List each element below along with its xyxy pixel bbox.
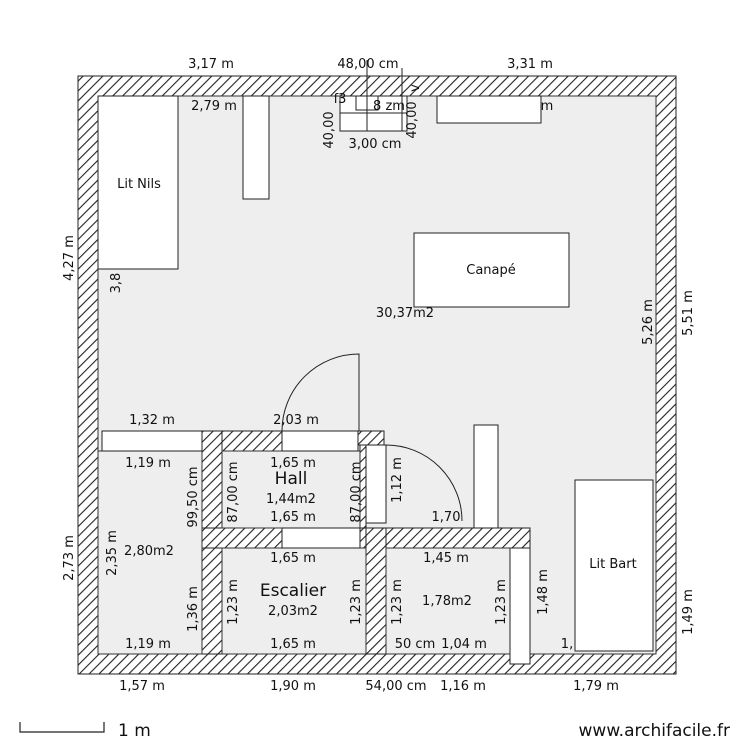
column-top — [242, 95, 270, 200]
svg-text:2,73 m: 2,73 m — [62, 535, 77, 581]
svg-text:1,19 m: 1,19 m — [125, 456, 171, 471]
svg-text:1,65 m: 1,65 m — [270, 456, 316, 471]
svg-text:1,04 m: 1,04 m — [441, 637, 487, 652]
svg-text:1,16 m: 1,16 m — [440, 679, 486, 694]
left-area: 2,80m2 — [124, 544, 174, 559]
scale-label: 1 m — [118, 721, 151, 741]
right-room — [385, 547, 511, 655]
svg-text:1,36 m: 1,36 m — [186, 586, 201, 632]
svg-text:87,00 cm: 87,00 cm — [349, 461, 364, 522]
svg-text:1,70: 1,70 — [432, 510, 461, 525]
svg-text:1,23 m: 1,23 m — [226, 579, 241, 625]
left-room — [97, 450, 203, 655]
svg-text:1,23 m: 1,23 m — [494, 579, 509, 625]
lit-bart-label: Lit Bart — [589, 557, 636, 572]
stair-name: Escalier — [260, 581, 326, 601]
svg-text:54,00 cm: 54,00 cm — [365, 679, 426, 694]
svg-text:48,00 cm: 48,00 cm — [337, 57, 398, 72]
stair-room — [221, 547, 367, 655]
window-top — [436, 95, 542, 124]
svg-text:v: v — [408, 84, 423, 92]
svg-text:1,12 m: 1,12 m — [390, 457, 405, 503]
lit-nils-shape — [97, 95, 179, 270]
hall-name: Hall — [275, 469, 308, 489]
svg-text:3,17 m: 3,17 m — [188, 57, 234, 72]
svg-text:1,65 m: 1,65 m — [270, 637, 316, 652]
svg-text:40,00: 40,00 — [405, 101, 420, 138]
svg-text:1,23 m: 1,23 m — [390, 579, 405, 625]
svg-text:1,65 m: 1,65 m — [270, 551, 316, 566]
svg-text:1,23 m: 1,23 m — [349, 579, 364, 625]
svg-text:1,49 m: 1,49 m — [681, 589, 696, 635]
main-area-label: 30,37m2 — [376, 306, 434, 321]
svg-text:50 cm: 50 cm — [395, 637, 436, 652]
dimension-labels: 3,17 m 48,00 cm 3,31 m 2,79 m m f3 8 zm … — [119, 57, 619, 694]
svg-text:1,19 m: 1,19 m — [125, 637, 171, 652]
stair-area: 2,03m2 — [268, 604, 318, 619]
svg-text:3,00 cm: 3,00 cm — [349, 137, 402, 152]
svg-text:99,50 cm: 99,50 cm — [186, 466, 201, 527]
hall-area: 1,44m2 — [266, 492, 316, 507]
svg-text:1,: 1, — [561, 637, 573, 652]
svg-text:1,48 m: 1,48 m — [536, 569, 551, 615]
svg-text:2,03 m: 2,03 m — [273, 413, 319, 428]
canape-label: Canapé — [466, 263, 516, 278]
svg-text:m: m — [541, 99, 554, 114]
doors — [101, 353, 531, 665]
svg-text:1,32 m: 1,32 m — [129, 413, 175, 428]
canape-shape — [413, 232, 570, 308]
svg-text:5,51 m: 5,51 m — [681, 290, 696, 336]
lit-nils-label: Lit Nils — [117, 177, 161, 192]
svg-text:3,31 m: 3,31 m — [507, 57, 553, 72]
svg-text:40,00: 40,00 — [322, 111, 337, 148]
dimension-labels-vertical: 4,27 m 2,73 m 3,8 40,00 40,00 v 5,26 m 5… — [62, 84, 696, 635]
svg-text:4,27 m: 4,27 m — [62, 235, 77, 281]
watermark: www.archifacile.fr — [579, 721, 730, 741]
svg-text:1,79 m: 1,79 m — [573, 679, 619, 694]
scale-bar: 1 m — [19, 721, 151, 741]
svg-text:1,65 m: 1,65 m — [270, 510, 316, 525]
hall-room — [221, 450, 361, 529]
right-area: 1,78m2 — [422, 594, 472, 609]
furniture — [97, 60, 654, 652]
svg-text:8 zm: 8 zm — [373, 99, 405, 114]
svg-text:2,79 m: 2,79 m — [191, 99, 237, 114]
svg-text:2,35 m: 2,35 m — [105, 530, 120, 576]
svg-text:3,8: 3,8 — [109, 273, 124, 294]
svg-text:5,26 m: 5,26 m — [641, 299, 656, 345]
svg-text:1,45 m: 1,45 m — [423, 551, 469, 566]
svg-text:1,57 m: 1,57 m — [119, 679, 165, 694]
svg-text:87,00 cm: 87,00 cm — [226, 461, 241, 522]
svg-text:f3: f3 — [334, 92, 347, 107]
lit-bart-shape — [574, 479, 654, 652]
svg-text:1,90 m: 1,90 m — [270, 679, 316, 694]
